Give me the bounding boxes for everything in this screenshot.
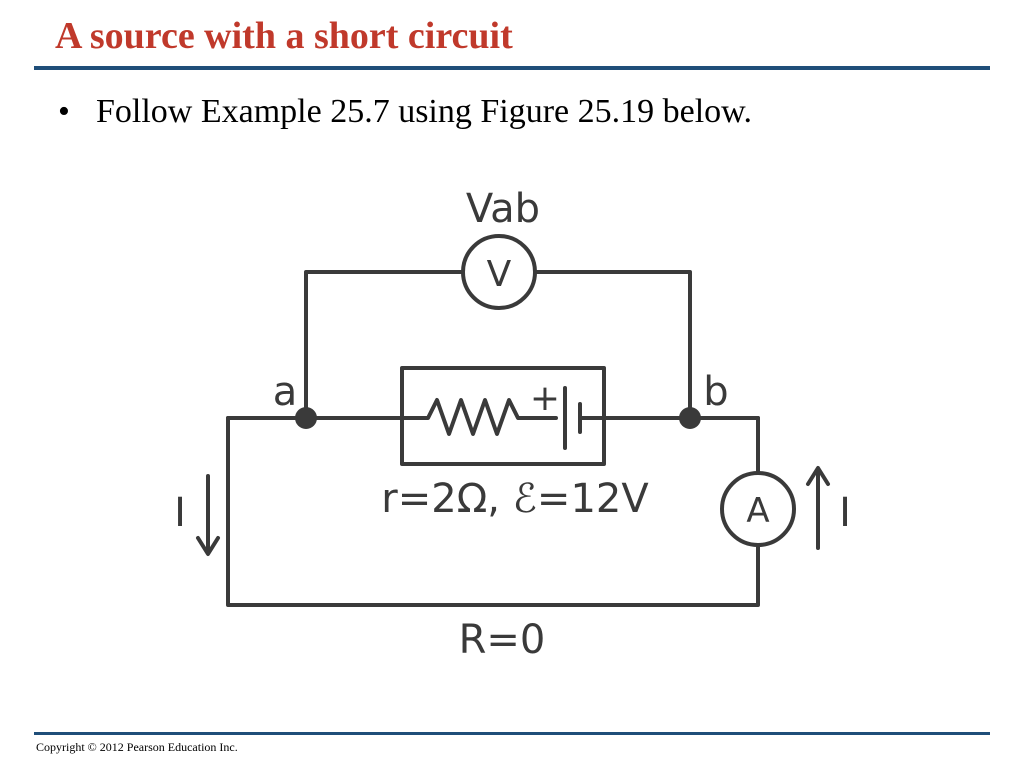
current-label-right: I xyxy=(839,490,851,536)
source-box xyxy=(400,366,606,466)
voltmeter-branch-wire xyxy=(304,270,692,420)
slide-title: A source with a short circuit xyxy=(55,15,513,57)
footer-divider xyxy=(34,732,990,735)
node-b-label: b xyxy=(703,369,728,415)
bullet-text: Follow Example 25.7 using Figure 25.19 b… xyxy=(96,93,753,130)
load-resistance-label: R=0 xyxy=(459,617,546,663)
battery-plus-sign: + xyxy=(530,378,560,419)
voltmeter-reading-label: Vab xyxy=(466,186,540,232)
current-arrow-down-icon xyxy=(196,474,220,556)
voltmeter-symbol: V xyxy=(487,254,512,295)
bullet-marker: • xyxy=(58,93,70,130)
voltmeter-circle xyxy=(461,234,537,310)
copyright-notice: Copyright © 2012 Pearson Education Inc. xyxy=(36,740,238,754)
internal-resistor-zigzag xyxy=(402,398,558,436)
node-a-label: a xyxy=(273,369,298,415)
ammeter-circle xyxy=(720,471,796,547)
ammeter-symbol: A xyxy=(746,491,769,531)
outer-loop-wire xyxy=(226,416,760,607)
node-a-dot xyxy=(295,407,317,429)
title-divider xyxy=(34,66,990,70)
current-label-left: I xyxy=(174,490,186,536)
node-b-dot xyxy=(679,407,701,429)
current-arrow-up-icon xyxy=(806,466,830,550)
source-parameters-label: r=2Ω, ℰ=12V xyxy=(381,476,649,522)
